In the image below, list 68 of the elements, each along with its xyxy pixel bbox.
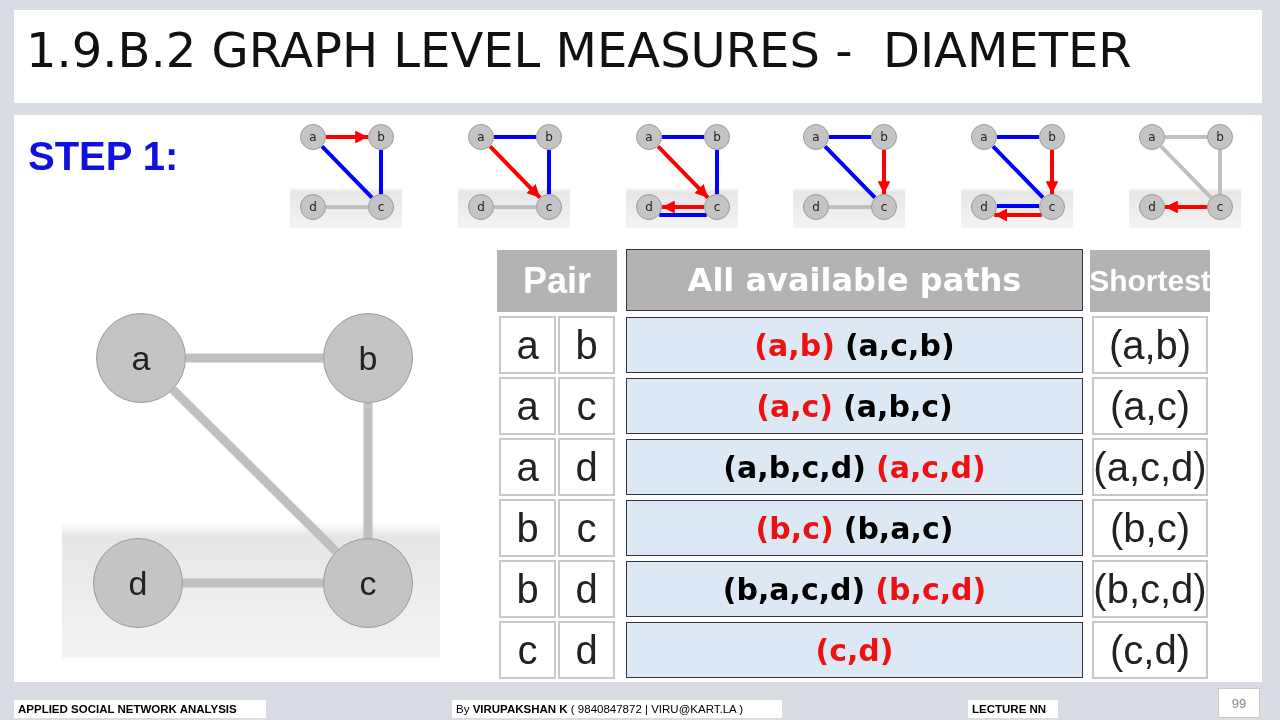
arrow [994, 208, 1042, 222]
connector-line [997, 135, 1039, 139]
connector-line [1159, 144, 1213, 200]
connector-line [1218, 150, 1222, 194]
connector-line [829, 135, 871, 139]
arrow [877, 150, 891, 194]
connector-line [662, 135, 704, 139]
table-cell: b [499, 560, 556, 618]
connector-line [823, 144, 877, 200]
table-cell: a [499, 316, 556, 374]
path-text: (b,a,c) [843, 510, 954, 546]
table-cell: (b,c,d) [1092, 560, 1208, 618]
table-cell: a [499, 438, 556, 496]
footer-text: APPLIED SOCIAL NETWORK ANALYSIS [14, 700, 266, 718]
connector-line [363, 403, 373, 538]
step-heading: STEP 1: [28, 134, 179, 179]
table-cell: (a,c,d) [1092, 438, 1208, 496]
connector-line [326, 205, 368, 209]
connector-line [1165, 135, 1207, 139]
shortest-path-text: (a,c,d) [875, 449, 986, 485]
table-cell: a [499, 377, 556, 435]
connector-line [494, 135, 536, 139]
table-cell: (a,c) [1092, 377, 1208, 435]
path-text: (a,c,b) [844, 327, 955, 363]
arrow [1045, 150, 1059, 194]
arrow [662, 200, 704, 214]
path-text: (a,b,c) [843, 388, 953, 424]
table-cell: (c,d) [1092, 621, 1208, 679]
shortest-path-text: (b,c,d) [875, 571, 987, 607]
table-cell: d [558, 621, 615, 679]
connector-line [186, 353, 323, 363]
footer-text: By VIRUPAKSHAN K ( 9840847872 | VIRU@KART.LA ) [452, 700, 782, 718]
connector-line [715, 150, 719, 194]
table-cell: (b,c) [1092, 499, 1208, 557]
table-cell: d [558, 560, 615, 618]
shortest-path-text: (c,d) [815, 632, 894, 668]
connector-line [659, 213, 707, 217]
page-number: 99 [1218, 688, 1260, 718]
path-text: (a,b,c,d) [723, 449, 866, 485]
table-cell: (a,b) [1092, 316, 1208, 374]
table-cell: c [558, 499, 615, 557]
table-cell: c [499, 621, 556, 679]
table-cell: d [558, 438, 615, 496]
arrow [1165, 200, 1207, 214]
connector-line [379, 150, 383, 194]
connector-line [169, 386, 340, 555]
arrow [488, 144, 542, 200]
connector-line [183, 578, 323, 588]
connector-line [320, 144, 374, 200]
table-cell: b [558, 316, 615, 374]
shortest-path-text: (a,b) [754, 327, 835, 363]
table-cell: c [558, 377, 615, 435]
connector-line [996, 204, 1040, 208]
footer-text: LECTURE NN [968, 700, 1058, 718]
header-cell: All available paths [626, 249, 1083, 311]
header-cell: Pair [497, 250, 617, 312]
slide-title: 1.9.B.2 GRAPH LEVEL MEASURES - DIAMETER [26, 22, 1132, 78]
connector-line [547, 150, 551, 194]
shortest-path-text: (a,c) [756, 388, 834, 424]
arrow [656, 144, 710, 200]
connector-line [494, 205, 536, 209]
table-cell: b [499, 499, 556, 557]
connector-line [991, 144, 1045, 200]
shortest-path-text: (b,c) [755, 510, 834, 546]
arrow [326, 130, 368, 144]
path-text: (b,a,c,d) [722, 571, 866, 607]
header-cell: Shortest [1090, 250, 1210, 312]
connector-line [829, 205, 871, 209]
